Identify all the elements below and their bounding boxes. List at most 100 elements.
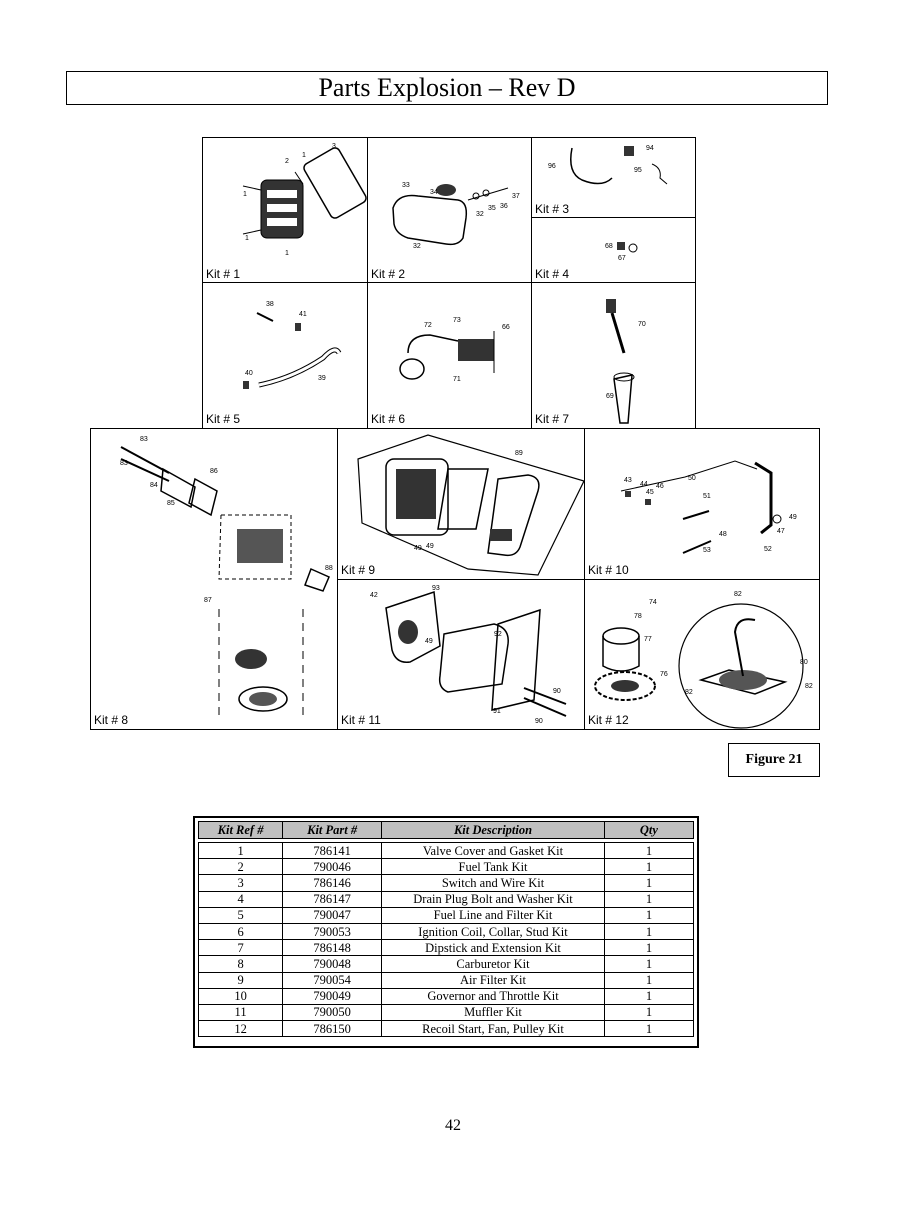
cell-kit-ref: 4: [197, 890, 284, 908]
drain-plug-drawing: [617, 242, 638, 253]
cell-kit-description: Air Filter Kit: [381, 971, 605, 989]
cell-kit-ref: 7: [197, 939, 284, 957]
kit-panel-5: Kit # 5: [202, 282, 368, 429]
cell-qty: 1: [603, 906, 695, 924]
fuel-line-drawing: [243, 312, 342, 389]
cell-kit-part: 790046: [282, 858, 383, 876]
cell-kit-ref: 6: [197, 922, 284, 941]
kit-label: Kit # 10: [588, 563, 629, 577]
kit-panel-4: Kit # 4: [531, 217, 696, 284]
kit-table: Kit Ref # Kit Part # Kit Description Qty…: [193, 816, 699, 1048]
kit-label: Kit # 12: [588, 713, 629, 727]
kit-label: Kit # 11: [341, 713, 381, 727]
cell-kit-ref: 2: [197, 858, 284, 876]
carburetor-drawing: [120, 446, 330, 719]
cell-kit-description: Muffler Kit: [381, 1003, 605, 1022]
cell-kit-ref: 10: [197, 987, 284, 1005]
cell-kit-ref: 8: [197, 955, 284, 973]
cell-kit-part: 790054: [282, 971, 383, 989]
cell-kit-part: 786146: [282, 874, 383, 892]
cell-kit-description: Switch and Wire Kit: [381, 874, 605, 892]
dipstick-drawing: [606, 299, 635, 424]
cell-kit-description: Recoil Start, Fan, Pulley Kit: [381, 1020, 605, 1038]
muffler-drawing: [385, 590, 567, 717]
cell-kit-description: Dipstick and Extension Kit: [381, 939, 605, 957]
kit-panel-7: Kit # 7: [531, 282, 696, 429]
cell-kit-description: Fuel Tank Kit: [381, 858, 605, 876]
cell-kit-part: 790048: [282, 955, 383, 973]
cell-qty: 1: [603, 922, 695, 941]
cell-kit-ref: 3: [197, 874, 284, 892]
cell-kit-part: 790053: [282, 922, 383, 941]
cell-qty: 1: [603, 890, 695, 908]
kit-panel-8: Kit # 8: [90, 428, 338, 730]
cell-qty: 1: [603, 955, 695, 973]
cell-kit-part: 790047: [282, 906, 383, 924]
cell-qty: 1: [603, 841, 695, 860]
cell-qty: 1: [603, 1020, 695, 1038]
cell-kit-part: 790050: [282, 1003, 383, 1022]
cell-kit-ref: 11: [197, 1003, 284, 1022]
header-kit-part: Kit Part #: [282, 821, 383, 839]
kit-panel-9: Kit # 9: [337, 428, 585, 580]
kit-label: Kit # 7: [535, 412, 570, 426]
cell-kit-description: Drain Plug Bolt and Washer Kit: [381, 890, 605, 908]
kit-label: Kit # 4: [535, 267, 570, 281]
switch-wire-drawing: [570, 146, 668, 185]
kit-panel-3: Kit # 3: [531, 137, 696, 219]
cell-kit-part: 786141: [282, 841, 383, 860]
page-number: 42: [445, 1117, 461, 1134]
cell-kit-ref: 5: [197, 906, 284, 924]
cell-qty: 1: [603, 939, 695, 957]
kit-label: Kit # 5: [206, 412, 241, 426]
cell-kit-part: 786150: [282, 1020, 383, 1038]
table-header-row: Kit Ref # Kit Part # Kit Description Qty: [197, 821, 695, 839]
fuel-tank-drawing: [392, 184, 509, 246]
cell-kit-part: 786147: [282, 890, 383, 908]
cell-kit-description: Governor and Throttle Kit: [381, 987, 605, 1005]
header-kit-ref: Kit Ref #: [197, 821, 284, 839]
kit-panel-12: Kit # 12: [584, 579, 820, 730]
cell-kit-ref: 1: [197, 841, 284, 860]
cell-qty: 1: [603, 971, 695, 989]
kit-panel-1: Kit # 1: [202, 137, 368, 284]
cell-kit-description: Ignition Coil, Collar, Stud Kit: [381, 922, 605, 941]
page-title: Parts Explosion – Rev D: [66, 71, 828, 105]
kit-panel-10: Kit # 10: [584, 428, 820, 580]
valve-cover-drawing: [242, 147, 367, 239]
kit-panel-2: Kit # 2: [367, 137, 532, 284]
recoil-fan-drawing: [594, 603, 804, 729]
cell-qty: 1: [603, 874, 695, 892]
cell-kit-ref: 12: [197, 1020, 284, 1038]
header-qty: Qty: [603, 821, 695, 839]
cell-kit-ref: 9: [197, 971, 284, 989]
cell-qty: 1: [603, 987, 695, 1005]
kit-label: Kit # 2: [371, 267, 406, 281]
figure-label: Figure 21: [728, 743, 820, 777]
kit-panel-6: Kit # 6: [367, 282, 532, 429]
header-kit-description: Kit Description: [381, 821, 605, 839]
governor-throttle-drawing: [620, 460, 782, 554]
kit-label: Kit # 1: [206, 267, 241, 281]
kit-label: Kit # 9: [341, 563, 376, 577]
air-filter-drawing: [357, 434, 584, 576]
cell-kit-description: Valve Cover and Gasket Kit: [381, 841, 605, 860]
kit-label: Kit # 6: [371, 412, 406, 426]
cell-qty: 1: [603, 858, 695, 876]
kit-panel-11: Kit # 11: [337, 579, 585, 730]
cell-qty: 1: [603, 1003, 695, 1022]
ignition-coil-drawing: [399, 331, 495, 380]
kit-label: Kit # 3: [535, 202, 570, 216]
cell-kit-part: 786148: [282, 939, 383, 957]
cell-kit-description: Carburetor Kit: [381, 955, 605, 973]
